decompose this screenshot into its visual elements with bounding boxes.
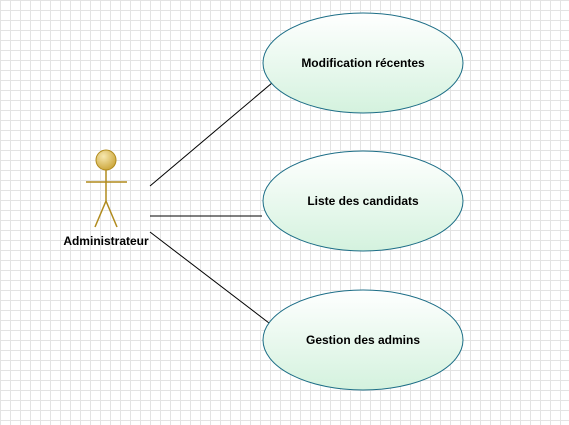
use-case-label: Modification récentes	[301, 56, 425, 70]
use-case-liste-des-candidats[interactable]: Liste des candidats	[262, 150, 464, 252]
association-line-modification[interactable]	[149, 82, 273, 187]
stick-figure-icon	[86, 149, 127, 228]
use-case-label: Liste des candidats	[307, 194, 419, 208]
association-line-admins[interactable]	[149, 231, 270, 324]
actor-name-label: Administrateur	[63, 234, 149, 248]
actor-administrateur[interactable]: Administrateur	[63, 149, 149, 248]
use-case-gestion-des-admins[interactable]: Gestion des admins	[262, 289, 464, 391]
use-case-label: Gestion des admins	[306, 333, 420, 347]
use-case-modification-recentes[interactable]: Modification récentes	[262, 12, 464, 114]
